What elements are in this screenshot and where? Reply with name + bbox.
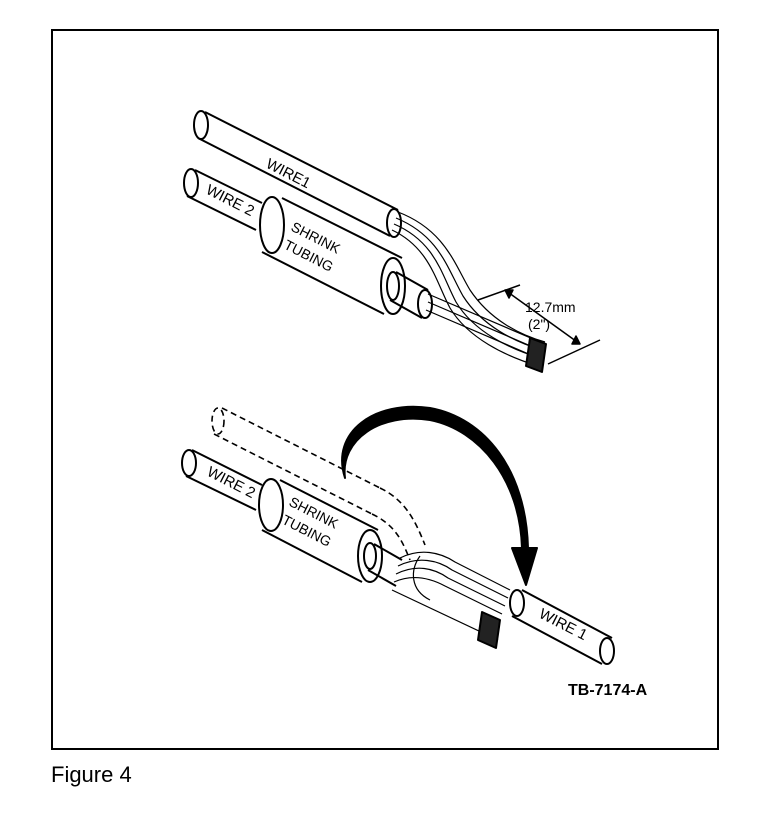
wire2-bottom-insulation (181, 449, 263, 511)
label-wire1-top: WIRE1 (263, 155, 313, 192)
wire2-bottom-exposed (367, 543, 403, 587)
shrink-tubing-bottom (258, 478, 383, 583)
dimension-line (477, 284, 601, 365)
figure-caption: Figure 4 (51, 762, 132, 787)
shrink-tubing-top (259, 196, 406, 315)
strand-ends-bottom (477, 611, 501, 649)
wire1-original-dashed (211, 407, 426, 561)
wire1-bottom-insulation (509, 589, 615, 665)
folded-strands-bottom (391, 551, 511, 641)
reference-code: TB-7174-A (568, 682, 648, 699)
wire1-top-insulation (193, 110, 402, 238)
wire2-top-strands (425, 293, 541, 359)
figure-frame (51, 29, 719, 750)
wire2-top-insulation (183, 168, 263, 231)
label-dimension-in: (2") (528, 316, 550, 332)
fold-arrow (341, 405, 538, 586)
label-dimension-mm: 12.7mm (525, 299, 576, 315)
strand-ends-top (525, 337, 547, 373)
